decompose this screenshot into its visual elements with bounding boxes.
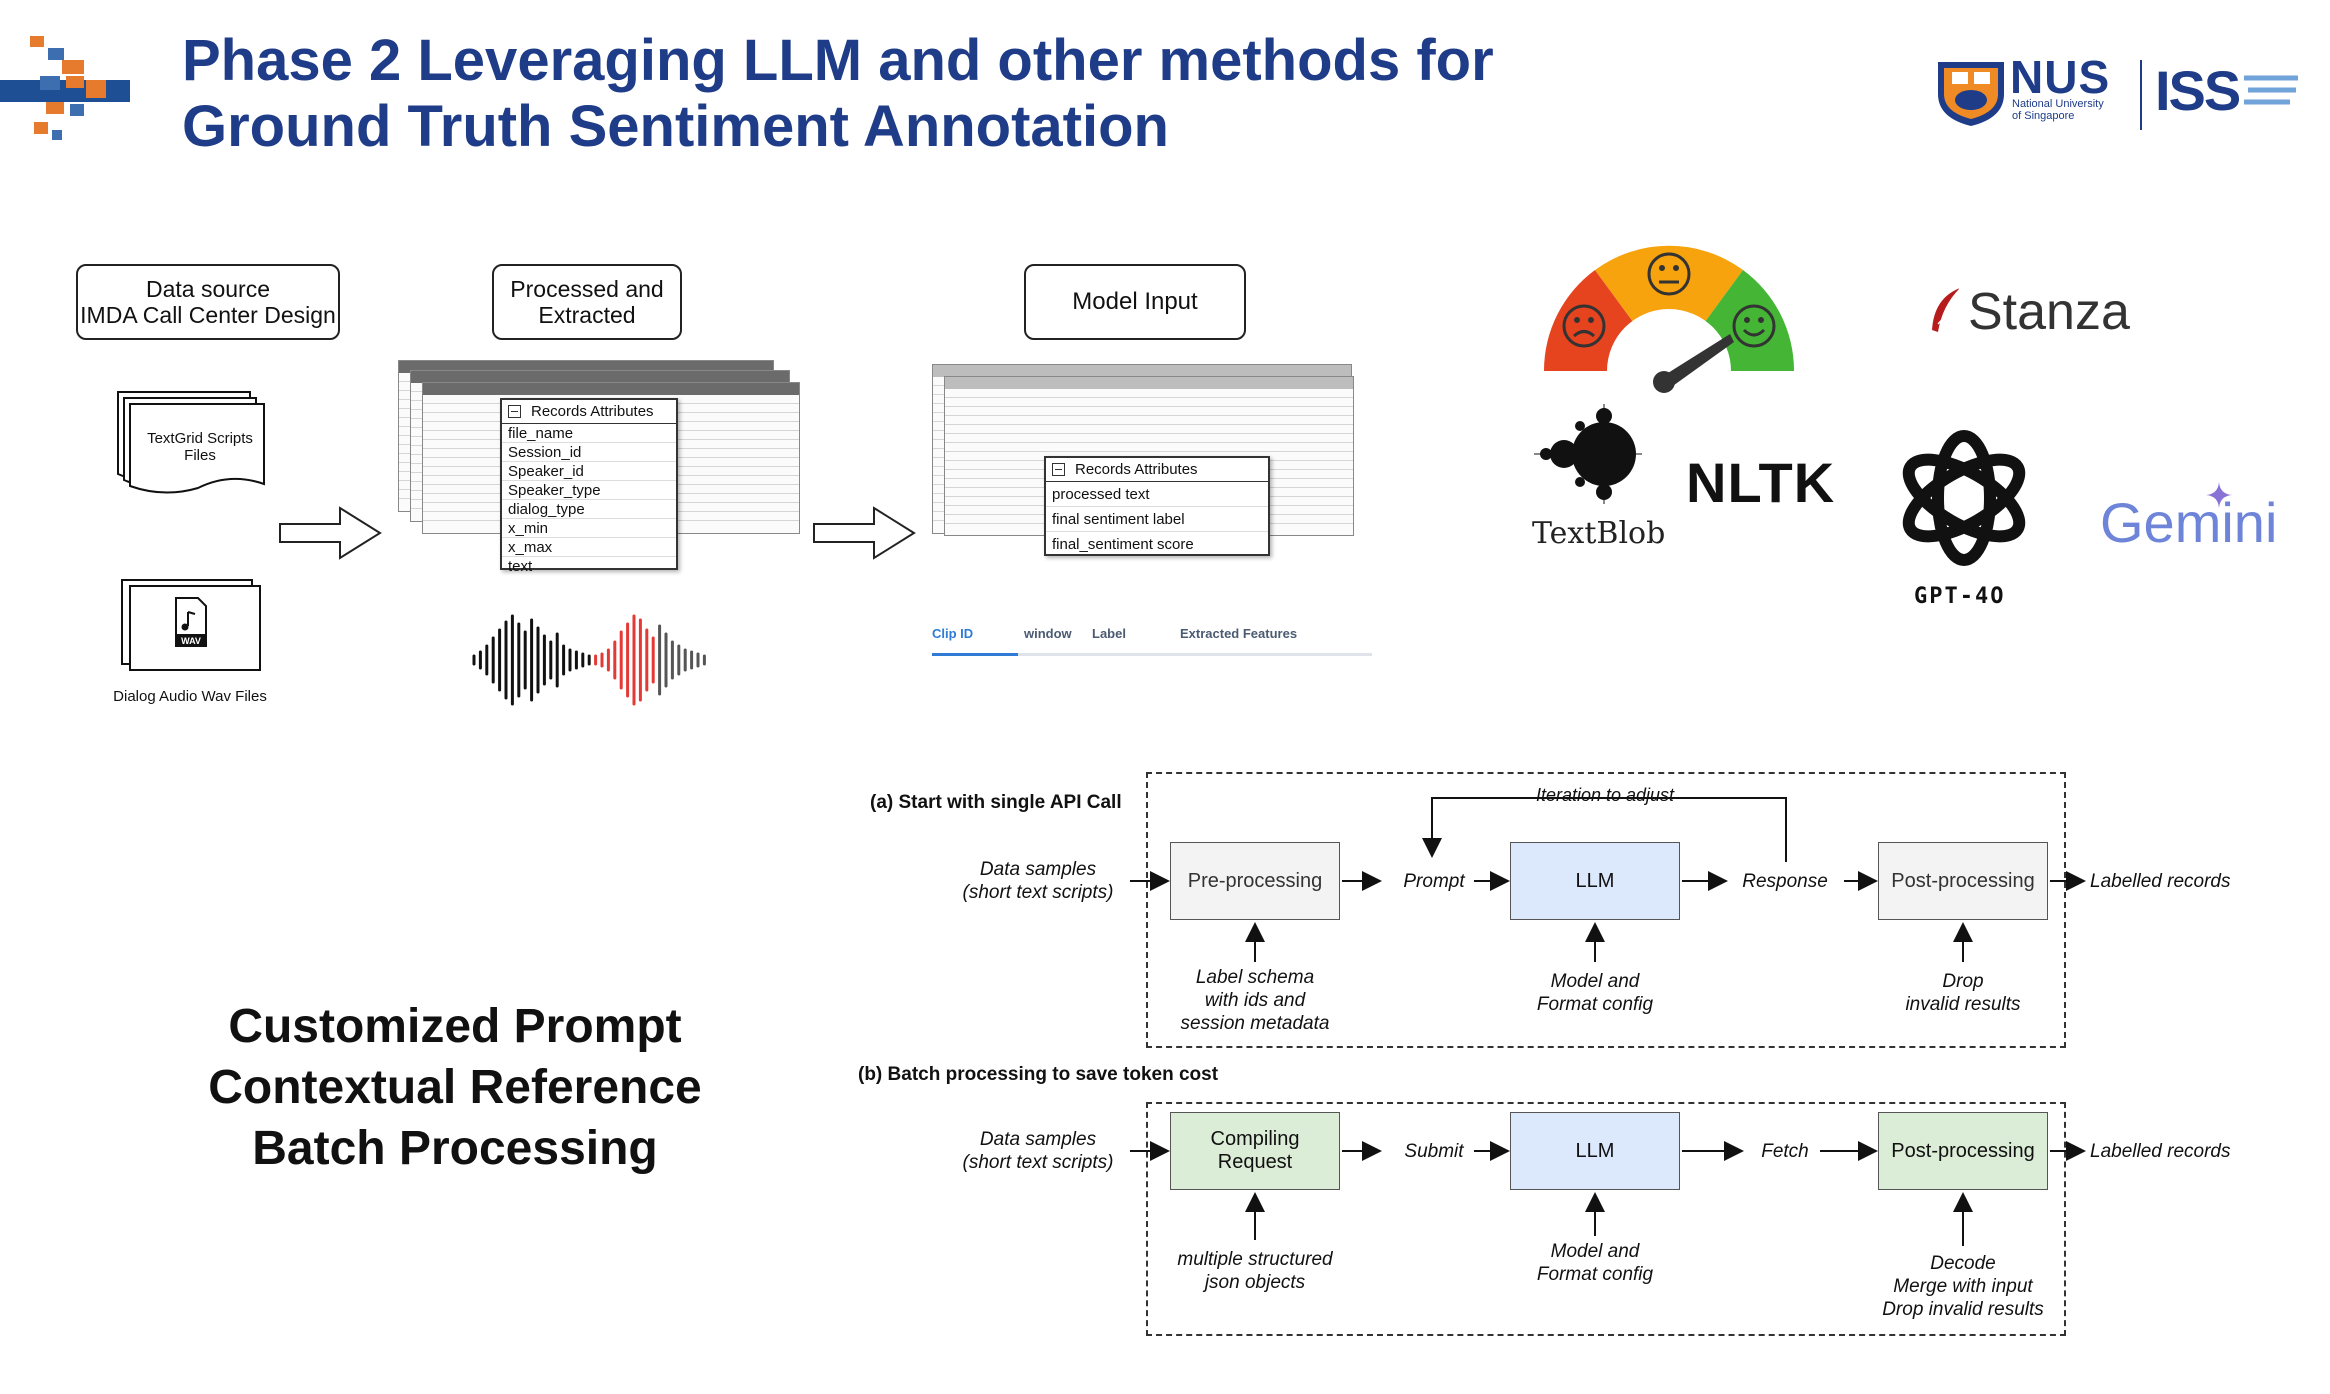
output-label-b: Labelled records (2090, 1141, 2231, 1162)
processed-box: Processed and Extracted (492, 264, 682, 340)
attribute-item: Session_id (502, 443, 676, 462)
fetch-label: Fetch (1761, 1141, 1809, 1162)
submit-label: Submit (1404, 1141, 1464, 1162)
tab-window[interactable]: window (1024, 626, 1072, 641)
attribute-item: Speaker_type (502, 481, 676, 500)
wav-caption: Dialog Audio Wav Files (113, 688, 267, 705)
gemini-logo: Gemini (2100, 491, 2278, 554)
gemini-sparkle-icon (2206, 482, 2232, 508)
model-input-box: Model Input (1024, 264, 1246, 340)
title-line-2: Ground Truth Sentiment Annotation (182, 94, 1169, 159)
drop-invalid-note: Drop invalid results (1905, 971, 2021, 1015)
feature-item: Customized Prompt (228, 1000, 682, 1053)
collapse-icon (508, 405, 521, 418)
attribute-item: file_name (502, 424, 676, 443)
records-attributes-popup: Records Attributes file_name Session_id … (500, 398, 678, 575)
features-list: Customized Prompt Contextual Reference B… (150, 996, 760, 1179)
textgrid-files-icon (117, 391, 265, 494)
attribute-item: x_min (502, 519, 676, 538)
decode-merge-note: Decode Merge with input Drop invalid res… (1882, 1253, 2044, 1320)
json-objects-note: multiple structured json objects (1177, 1249, 1333, 1293)
logo-divider (2140, 60, 2142, 130)
iteration-label: Iteration to adjust (1530, 784, 1680, 807)
attribute-item: Speaker_id (502, 462, 676, 481)
diagram-b-frame (1146, 1102, 2066, 1336)
diagram-b-title: (b) Batch processing to save token cost (858, 1064, 1219, 1085)
model-config-note-a: Model and Format config (1536, 971, 1654, 1015)
data-source-box: Data source IMDA Call Center Design (76, 264, 340, 340)
attribute-item: text (508, 558, 533, 575)
attribute-item: dialog_type (502, 500, 676, 519)
textblob-logo: TextBlob (1532, 516, 1666, 551)
stanza-quill-icon (1932, 287, 1961, 332)
audio-waveform-icon (472, 614, 706, 706)
nus-logo-name: NUS (2010, 51, 2111, 103)
attribute-item: x_max (502, 538, 676, 557)
feature-item: Batch Processing (252, 1122, 658, 1175)
attribute-item: final_sentiment score (1052, 536, 1194, 553)
openai-logo-icon (1902, 430, 2026, 566)
wav-badge: WAV (181, 636, 201, 646)
page-title: Phase 2 Leveraging LLM and other methods… (182, 28, 1682, 160)
popup-title: Records Attributes (1075, 461, 1198, 478)
gpt-logo: GPT-4O (1914, 584, 2006, 609)
nus-logo-sub2: of Singapore (2012, 110, 2075, 122)
diagram-a-title: (a) Start with single API Call (870, 792, 1122, 813)
output-label-a: Labelled records (2090, 871, 2231, 892)
collapse-icon (1052, 463, 1065, 476)
prompt-label: Prompt (1403, 871, 1465, 892)
arrow-right-icon (279, 506, 382, 560)
preprocessing-box: Pre-processing (1170, 842, 1340, 920)
attribute-item: final sentiment label (1046, 507, 1268, 532)
textgrid-label: TextGrid Scripts Files (147, 430, 253, 464)
label-schema-note: Label schema with ids and session metada… (1180, 967, 1330, 1034)
response-label: Response (1742, 871, 1828, 892)
iss-logo-stripes (2244, 75, 2298, 105)
tab-extracted-features[interactable]: Extracted Features (1180, 626, 1298, 641)
feature-item: Contextual Reference (208, 1061, 702, 1114)
tab-clip-id[interactable]: Clip ID (932, 620, 1018, 656)
presentation-logo (0, 36, 130, 140)
arrow-right-icon (813, 506, 916, 560)
postprocessing-box-a: Post-processing (1878, 842, 2048, 920)
model-config-note-b: Model and Format config (1536, 1241, 1654, 1285)
nus-logo-sub1: National University (2012, 98, 2104, 110)
wav-files-icon (121, 579, 261, 671)
nltk-logo: NLTK (1686, 451, 1836, 514)
popup-title: Records Attributes (531, 403, 654, 420)
iss-logo-name: ISS (2155, 59, 2241, 122)
attribute-item: processed text (1046, 482, 1268, 507)
diagram-b-input: Data samples (short text scripts) (962, 1129, 1114, 1173)
llm-box-b: LLM (1510, 1112, 1680, 1190)
llm-box-a: LLM (1510, 842, 1680, 920)
compiling-request-box: Compiling Request (1170, 1112, 1340, 1190)
textblob-fractal-icon (1534, 404, 1642, 504)
postprocessing-box-b: Post-processing (1878, 1112, 2048, 1190)
tab-label[interactable]: Label (1092, 626, 1126, 641)
nus-crest-icon (1938, 62, 2004, 126)
stanza-logo: Stanza (1968, 283, 2130, 341)
diagram-a-input: Data samples (short text scripts) (962, 859, 1114, 903)
diagram-a-frame (1146, 772, 2066, 1048)
sentiment-gauge-icon (1543, 245, 1795, 396)
title-line-1: Phase 2 Leveraging LLM and other methods… (182, 28, 1494, 93)
model-input-attributes-popup: Records Attributes processed text final … (1044, 456, 1270, 556)
feature-tabs: Clip ID window Label Extracted Features (932, 620, 1372, 656)
